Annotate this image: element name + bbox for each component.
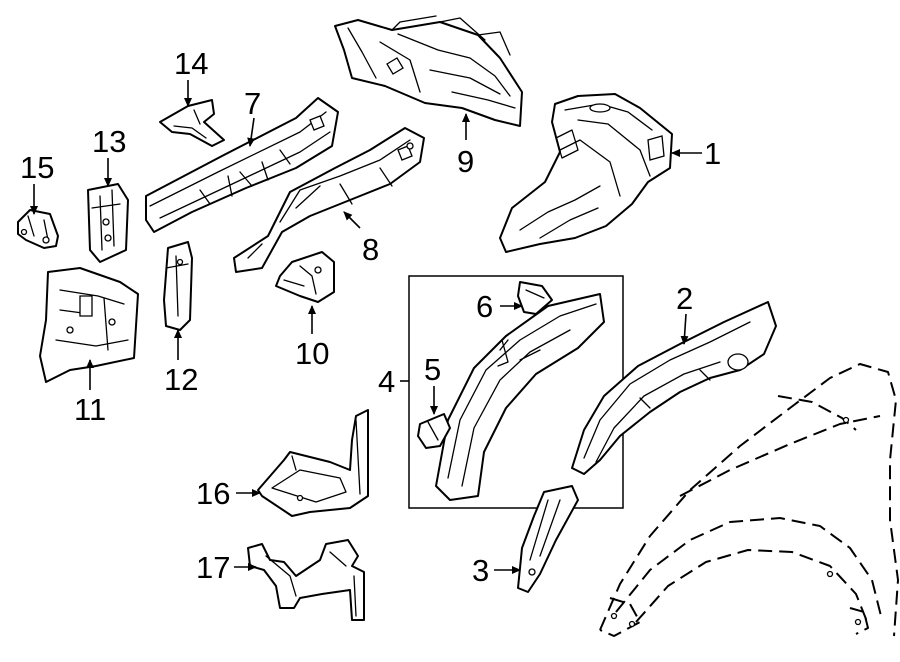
part-17-support <box>247 539 365 621</box>
callout-8: 8 <box>362 232 379 267</box>
fender-outline <box>599 363 899 637</box>
leader-2 <box>680 313 689 345</box>
part-2-wheelhouse <box>571 301 777 475</box>
callout-labels: 1 2 3 4 5 6 7 8 9 10 11 12 13 14 15 16 1… <box>20 46 721 588</box>
part-1-shock-tower <box>499 93 673 253</box>
callout-17: 17 <box>196 550 230 585</box>
part-14-bracket <box>159 99 225 147</box>
leader-lines <box>30 80 702 574</box>
callout-13: 13 <box>92 124 126 159</box>
part-4-rail <box>435 293 605 501</box>
part-16-tray <box>257 409 369 517</box>
part-12-strip <box>163 241 193 331</box>
part-15-mount <box>17 209 59 249</box>
callout-12: 12 <box>164 362 198 397</box>
callout-6: 6 <box>476 289 493 324</box>
part-8-lower-rail <box>233 127 425 273</box>
part-10-bracket <box>275 251 335 303</box>
part-9-upper-rail <box>334 15 523 127</box>
callout-2: 2 <box>676 281 693 316</box>
part-3-bracket <box>517 485 579 593</box>
callout-5: 5 <box>424 352 441 387</box>
callout-10: 10 <box>295 336 329 371</box>
part-5-clip <box>417 413 451 449</box>
callout-16: 16 <box>196 476 230 511</box>
callout-7: 7 <box>244 86 261 121</box>
callout-4: 4 <box>378 364 395 399</box>
part-11-apron <box>39 267 139 383</box>
callout-14: 14 <box>174 46 208 81</box>
callout-3: 3 <box>472 553 489 588</box>
callout-9: 9 <box>457 144 474 179</box>
leader-8 <box>343 211 361 229</box>
callout-11: 11 <box>74 392 106 427</box>
part-13-bracket <box>87 183 129 263</box>
leader-7 <box>247 117 256 147</box>
callout-15: 15 <box>20 150 54 185</box>
part-7-front-rail <box>145 97 339 233</box>
callout-1: 1 <box>704 136 721 171</box>
